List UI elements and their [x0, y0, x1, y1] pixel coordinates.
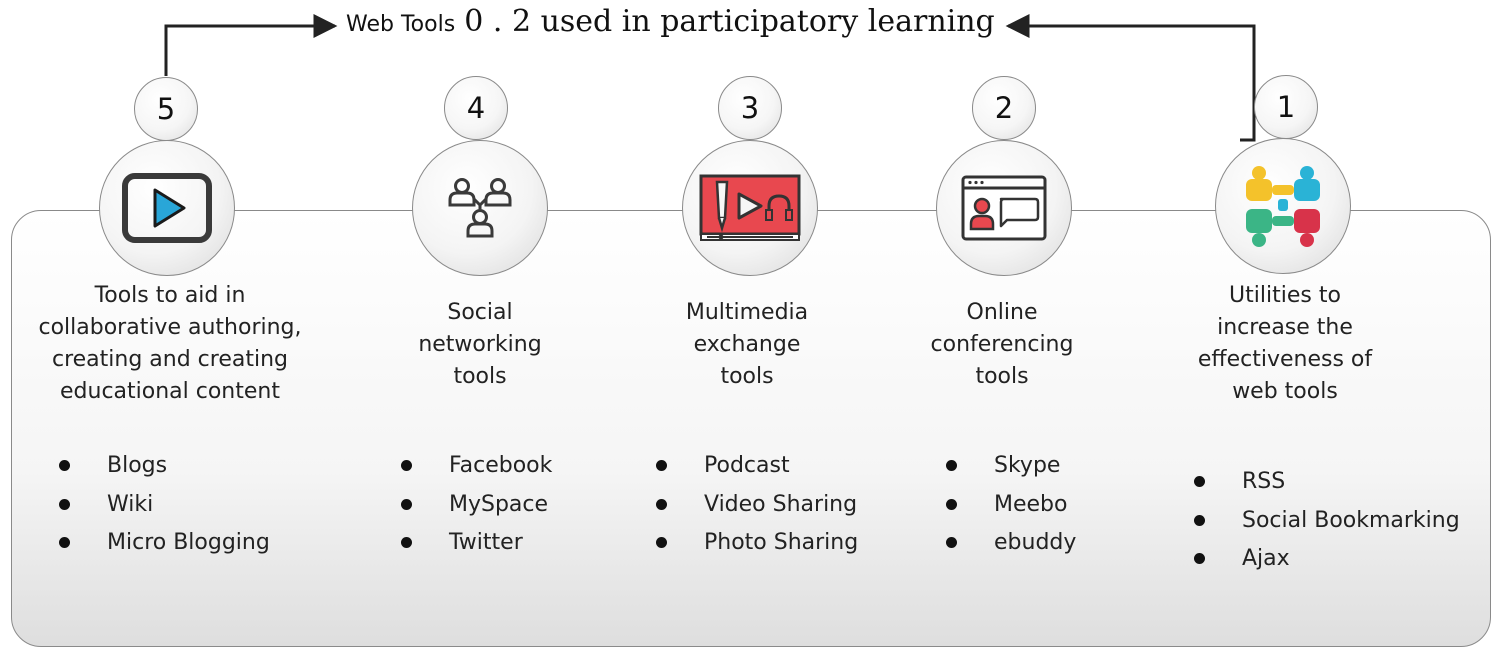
bullet-icon: [59, 460, 70, 471]
column-3-title: Multimedia exchange tools: [647, 297, 847, 393]
list-item-label: Twitter: [449, 530, 523, 555]
column-4-title-line: networking: [418, 332, 542, 357]
bullet-icon: [656, 460, 667, 471]
list-item-label: Social Bookmarking: [1242, 507, 1460, 533]
icon-circle-3: [682, 140, 818, 276]
puzzle-people-icon: [1246, 166, 1320, 247]
list-item-label: ebuddy: [994, 530, 1077, 555]
column-1-title-line: effectiveness of: [1197, 347, 1373, 372]
bullet-icon: [946, 460, 957, 471]
badge-3-number: 3: [740, 91, 760, 125]
bullet-icon: [656, 498, 667, 510]
badge-1: 1: [1254, 75, 1318, 139]
column-4-title-line: tools: [453, 364, 507, 389]
video-chat-icon: [961, 175, 1047, 241]
list-item-label: Skype: [994, 453, 1061, 478]
bullet-icon: [401, 537, 412, 548]
list-item-label: Micro Blogging: [107, 530, 270, 555]
bullet-icon: [59, 537, 70, 548]
badge-5-number: 5: [156, 92, 176, 126]
column-3-title-line: Multimedia: [685, 300, 809, 325]
content-panel: [11, 210, 1491, 647]
column-4-title-line: Social: [447, 300, 513, 325]
bullet-icon: [1194, 553, 1205, 564]
title-part1: Web Tools: [346, 12, 456, 37]
bullet-icon: [1194, 514, 1205, 526]
badge-5: 5: [134, 77, 198, 141]
list-item-label: RSS: [1242, 469, 1286, 494]
column-5-title: Tools to aid in collaborative authoring,…: [25, 280, 315, 408]
right-arrow: [1005, 13, 1256, 142]
column-1-title-line: Utilities to: [1229, 283, 1341, 308]
column-5-title-line: creating and creating: [51, 347, 289, 372]
icon-circle-1: [1215, 138, 1351, 274]
icon-circle-4: [412, 140, 548, 276]
column-2-title-line: conferencing: [930, 332, 1074, 357]
column-4-title: Social networking tools: [380, 297, 580, 393]
column-3-title-line: exchange: [693, 332, 801, 357]
badge-4-number: 4: [466, 91, 486, 125]
column-3-title-line: tools: [720, 364, 774, 389]
bullet-icon: [401, 460, 412, 471]
column-2-title-line: Online: [966, 300, 1038, 325]
column-1-title-line: increase the: [1217, 315, 1353, 340]
social-network-icon: [448, 178, 512, 238]
list-item-label: Facebook: [449, 453, 553, 478]
badge-2-number: 2: [994, 91, 1014, 125]
bullet-icon: [1194, 476, 1205, 487]
column-5-title-line: collaborative authoring,: [38, 315, 302, 340]
left-arrow: [164, 14, 338, 76]
bullet-icon: [656, 537, 667, 548]
icon-circle-2: [936, 140, 1072, 276]
play-video-icon: [122, 173, 212, 243]
column-1-title-line: web tools: [1232, 379, 1338, 404]
column-2-title: Online conferencing tools: [902, 297, 1102, 393]
list-item-label: Video Sharing: [704, 491, 858, 517]
column-5-title-line: Tools to aid in: [94, 283, 246, 308]
bullet-icon: [59, 498, 70, 510]
icon-circle-5: [99, 140, 235, 276]
diagram-title: Web Tools 0 . 2 used in participatory le…: [346, 4, 995, 39]
multimedia-icon: [699, 174, 801, 241]
column-5-title-line: educational content: [60, 379, 280, 404]
list-item-label: Photo Sharing: [704, 530, 859, 555]
list-item-label: Wiki: [107, 491, 154, 517]
badge-1-number: 1: [1276, 90, 1296, 124]
badge-3: 3: [718, 76, 782, 140]
title-part2: 0 . 2 used in participatory learning: [464, 4, 995, 39]
list-item-label: Podcast: [704, 453, 790, 478]
list-item-label: Ajax: [1242, 546, 1290, 571]
bullet-icon: [946, 537, 957, 548]
column-1-title: Utilities to increase the effectiveness …: [1170, 280, 1400, 408]
list-item-label: Meebo: [994, 491, 1068, 517]
list-item-label: MySpace: [449, 491, 549, 517]
badge-4: 4: [444, 76, 508, 140]
column-2-title-line: tools: [975, 364, 1029, 389]
list-item-label: Blogs: [107, 453, 168, 478]
bullet-icon: [401, 498, 412, 510]
bullet-icon: [946, 498, 957, 510]
badge-2: 2: [972, 76, 1036, 140]
